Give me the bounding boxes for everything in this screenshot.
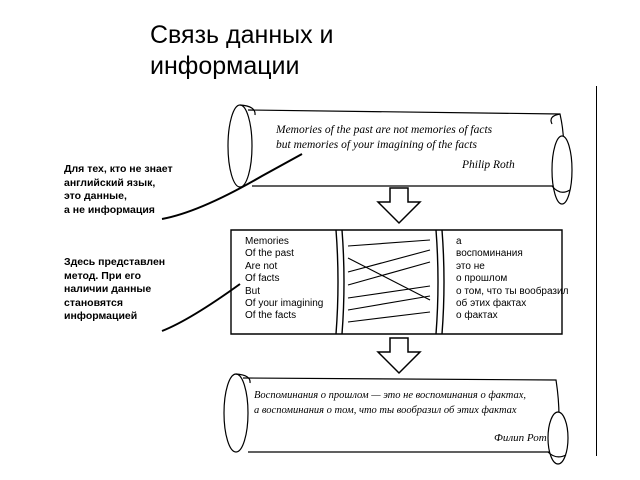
bottom-scroll (223, 373, 569, 465)
english-word: Of facts (245, 273, 280, 285)
data-note-pointer (161, 153, 303, 220)
data-note-line: а не информация (64, 203, 155, 216)
russian-word: о фактах (456, 310, 498, 322)
method-note-pointer (161, 283, 241, 332)
data-note: Для тех, кто не знает английский язык, э… (64, 163, 214, 217)
russian-word: а (456, 236, 462, 247)
english-word: Of the past (245, 248, 294, 260)
bottom-scroll-quote: Воспоминания о прошлом — это не воспомин… (254, 388, 526, 418)
frame-divider-line (596, 86, 597, 456)
russian-words-column: а воспоминания это не о прошлом о том, ч… (456, 236, 568, 323)
russian-word: об этих фактах (456, 298, 527, 310)
russian-word: о том, что ты вообразил (456, 285, 569, 297)
data-note-line: Для тех, кто не знает (64, 163, 173, 175)
method-note-line: информацией (64, 310, 138, 322)
method-note-line: Здесь представлен (64, 256, 166, 268)
english-word: Of your imagining (245, 298, 324, 310)
method-note-line: наличии данные (64, 283, 152, 295)
data-note-line: английский язык, (64, 176, 156, 189)
data-note-line: это данные, (64, 190, 127, 202)
bottom-scroll-author: Филип Рот (494, 432, 547, 444)
down-arrow-bottom (376, 337, 422, 375)
method-note: Здесь представлен метод. При его наличии… (64, 256, 214, 324)
page-title: Связь данных и информации (150, 21, 334, 80)
english-word: Are not (245, 260, 278, 272)
russian-word: о прошлом (456, 273, 508, 285)
english-word: Of the facts (245, 310, 297, 322)
quote-line-russian: Воспоминания о прошлом — это не воспомин… (254, 390, 527, 401)
english-word: Memories (245, 236, 289, 247)
english-word: But (245, 285, 261, 297)
method-note-line: метод. При его (64, 269, 142, 282)
russian-word: это не (456, 260, 485, 272)
top-scroll (227, 104, 573, 205)
quote-line-english: but memories of your imagining of the fa… (276, 139, 477, 151)
down-arrow-top (376, 187, 422, 225)
english-words-column: Memories Of the past Are not Of facts Bu… (245, 236, 323, 323)
method-note-line: становятся (64, 296, 123, 309)
quote-line-english: Memories of the past are not memories of… (276, 124, 493, 136)
word-mapping-lines (347, 239, 431, 323)
russian-word: воспоминания (456, 248, 523, 260)
quote-line-russian: а воспоминания о том, что ты вообразил о… (254, 405, 517, 416)
translation-table (230, 229, 563, 335)
top-scroll-quote: Memories of the past are not memories of… (276, 123, 492, 153)
top-scroll-author: Philip Roth (462, 159, 515, 171)
